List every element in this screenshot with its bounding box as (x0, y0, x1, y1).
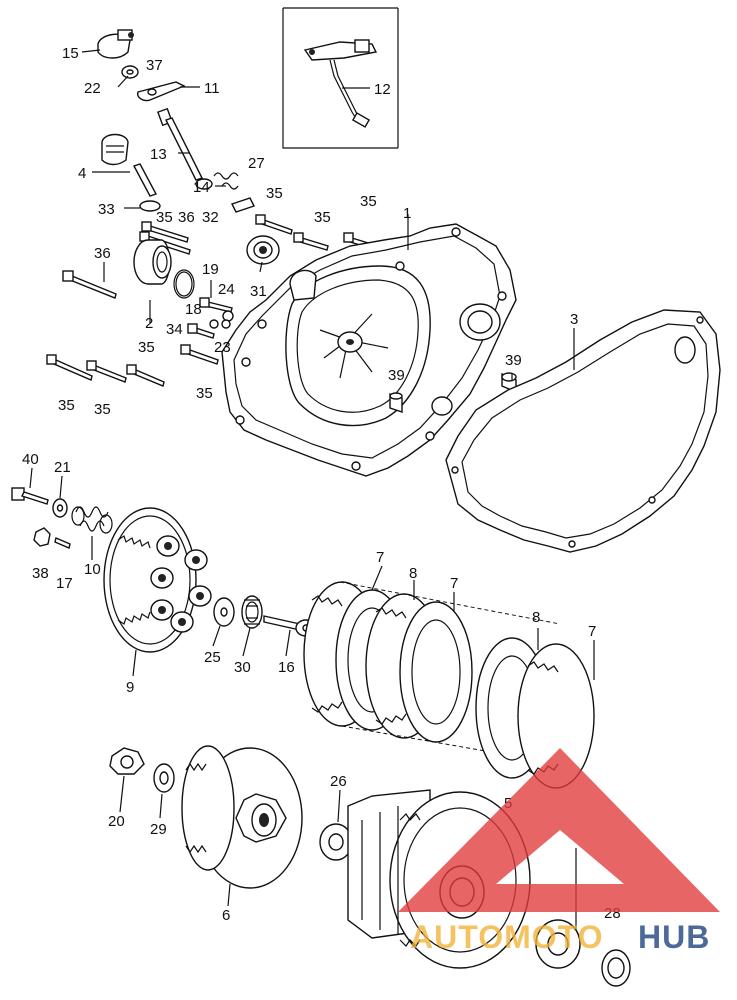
callout-11: 11 (204, 80, 220, 97)
callout-20: 20 (108, 813, 125, 830)
watermark-brand-a: AUTOMOTO (410, 919, 603, 955)
callout-30: 30 (234, 659, 251, 676)
callout-4: 4 (78, 165, 86, 182)
automotohub-watermark: AUTOMOTO HUB (398, 748, 720, 955)
callout-18: 18 (185, 301, 202, 318)
callout-35-d: 35 (360, 193, 377, 210)
oil-pump-drive-gear-washer (535, 919, 631, 987)
callout-27: 27 (248, 155, 265, 172)
bearing-housing (133, 239, 172, 285)
tacho-oil-seal (246, 235, 280, 265)
callout-36-top: 36 (178, 209, 195, 226)
callout-36-left: 36 (94, 245, 111, 262)
watermark-brand-b: HUB (638, 919, 710, 955)
callout-21: 21 (54, 459, 71, 476)
callout-35-g: 35 (94, 401, 111, 418)
right-crankcase-cover (221, 223, 517, 477)
callout-29: 29 (150, 821, 167, 838)
callout-40: 40 (22, 451, 39, 468)
tacho-gear-cap (97, 29, 134, 59)
callout-2: 2 (145, 315, 153, 332)
speedometer-cable-sensor (303, 39, 378, 128)
callout-14: 14 (193, 179, 210, 196)
thrust-washer (319, 823, 353, 861)
callout-39-b: 39 (505, 352, 522, 369)
callout-35-c: 35 (314, 209, 331, 226)
callout-15: 15 (62, 45, 79, 62)
oil-filler-cap (101, 133, 161, 212)
clutch-center (181, 745, 303, 889)
callout-13: 13 (150, 146, 167, 163)
tacho-washers (121, 65, 186, 102)
callout-3: 3 (570, 311, 578, 328)
callout-31: 31 (250, 283, 267, 300)
callout-10: 10 (84, 561, 101, 578)
clutch-disc-stack-rear (475, 637, 595, 789)
callout-35-top: 35 (156, 209, 173, 226)
callout-8-b: 8 (532, 609, 540, 626)
callout-39-a: 39 (388, 367, 405, 384)
pressure-plate (103, 507, 212, 653)
callout-35-f: 35 (58, 397, 75, 414)
callout-37: 37 (146, 57, 163, 74)
clutch-small-parts (11, 487, 113, 549)
callout-33: 33 (98, 201, 115, 218)
clutch-disc-stack (303, 581, 561, 765)
callout-1: 1 (403, 205, 411, 222)
tacho-drive-shaft (157, 107, 213, 190)
callout-19: 19 (202, 261, 219, 278)
callout-38: 38 (32, 565, 49, 582)
callout-7-b: 7 (450, 575, 458, 592)
watermark-triangle (398, 748, 720, 912)
center-nut-and-washer (109, 747, 175, 793)
inset-box (282, 7, 399, 149)
callout-24: 24 (218, 281, 235, 298)
lifter-parts (213, 595, 317, 637)
leader-lines (29, 49, 595, 930)
callout-23: 23 (214, 339, 231, 356)
callout-26: 26 (330, 773, 347, 790)
callout-17: 17 (56, 575, 73, 592)
callout-6: 6 (222, 907, 230, 924)
callout-35-e: 35 (138, 339, 155, 356)
callout-8-a: 8 (409, 565, 417, 582)
callout-12: 12 (374, 81, 391, 98)
callout-25: 25 (204, 649, 221, 666)
callout-9: 9 (126, 679, 134, 696)
callout-16: 16 (278, 659, 295, 676)
callout-32: 32 (202, 209, 219, 226)
callout-7-c: 7 (588, 623, 596, 640)
o-ring (173, 269, 195, 299)
callout-34: 34 (166, 321, 183, 338)
callout-labels: 15 37 22 11 12 13 4 27 14 33 36 35 32 35… (22, 45, 621, 924)
spring-and-clips (213, 172, 255, 213)
callout-22: 22 (84, 80, 101, 97)
cover-gasket (445, 309, 721, 553)
callout-35-h: 35 (196, 385, 213, 402)
callout-7-a: 7 (376, 549, 384, 566)
callout-35-b: 35 (266, 185, 283, 202)
